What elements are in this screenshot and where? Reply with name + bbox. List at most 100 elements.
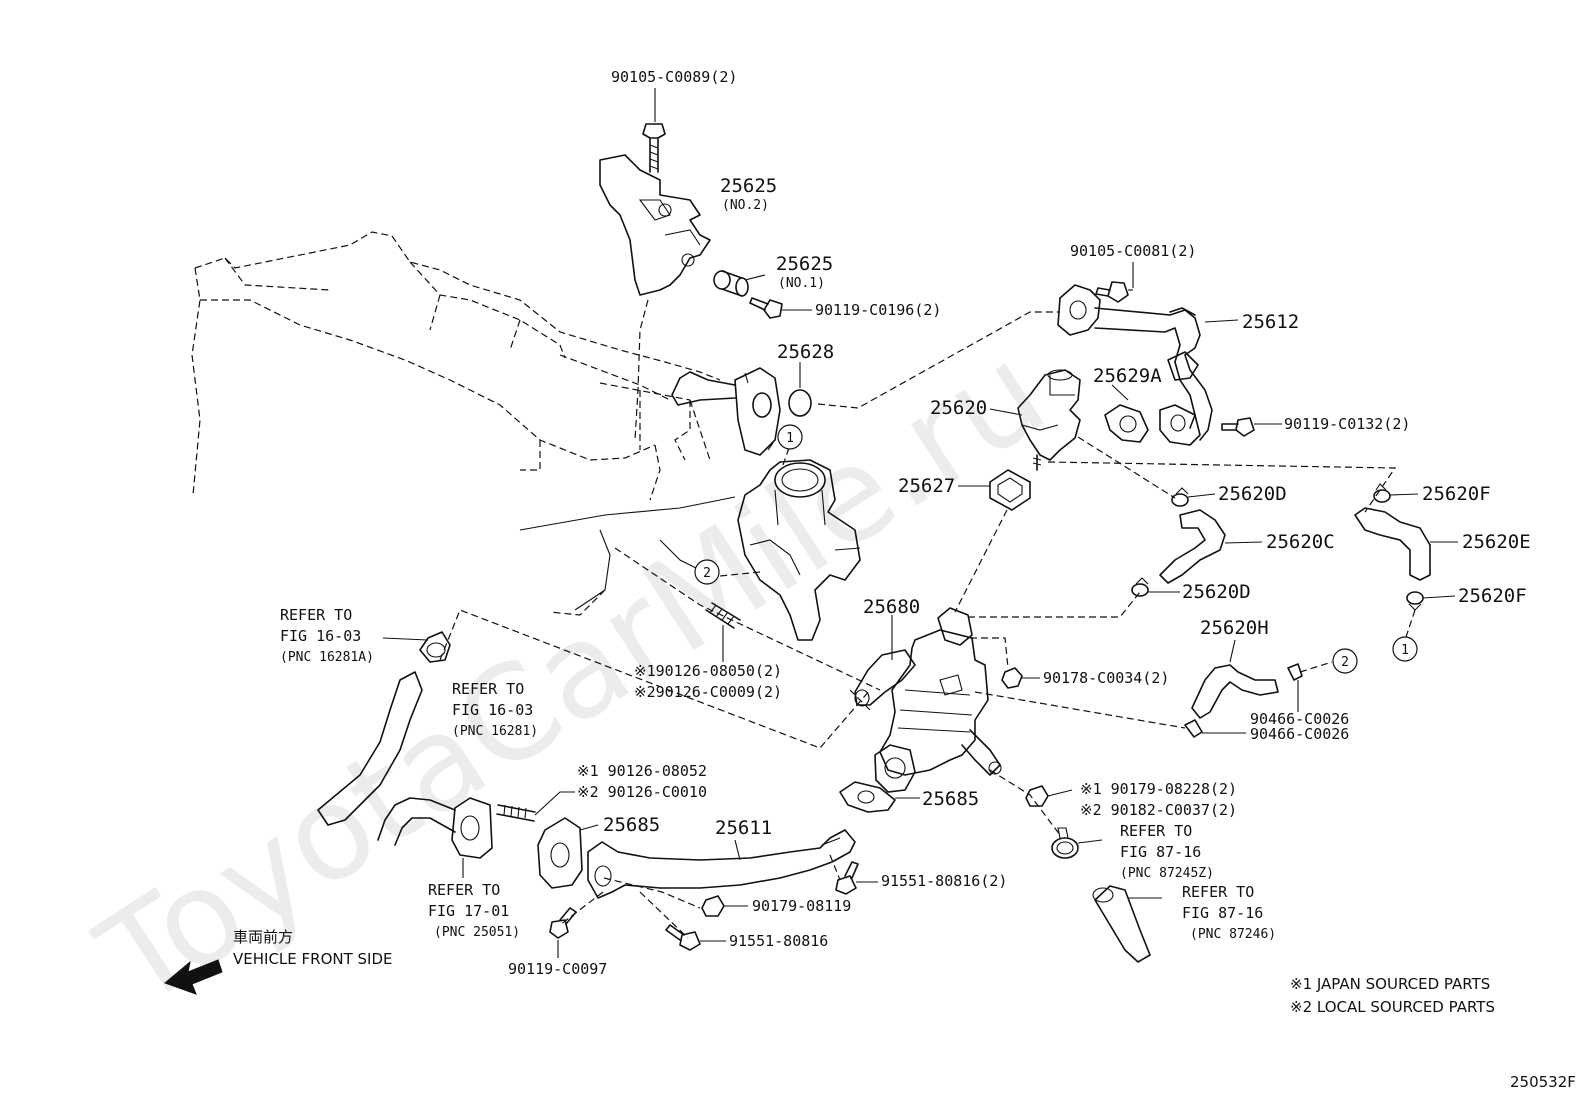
svg-text:(PNC 87246): (PNC 87246) — [1190, 927, 1276, 942]
stud-90126-08052 — [496, 791, 575, 822]
egr-flange-part — [671, 367, 781, 456]
svg-text:FIG 87-16: FIG 87-16 — [1182, 904, 1263, 922]
hose-ref-87246 — [1092, 885, 1162, 963]
vehicle-front-arrow-icon — [164, 959, 223, 995]
pipe-25611 — [587, 829, 856, 899]
label-25620h: 25620H — [1200, 617, 1269, 639]
gasket-25685-a — [537, 817, 599, 889]
svg-text:FIG 16-03: FIG 16-03 — [280, 627, 361, 645]
gasket-25628 — [788, 389, 812, 417]
label-90126-c0010: ※2 90126-C0010 — [577, 783, 707, 801]
label-25625-no2: 25625 — [720, 175, 777, 197]
watermark: ToyotaCarMile.ru — [73, 315, 1070, 1036]
bolt-91551-80816-2 — [835, 861, 878, 895]
ref-16281: REFER TO FIG 16-03 (PNC 16281) — [452, 680, 538, 739]
nut-90179-08228 — [1025, 785, 1073, 807]
svg-text:FIG 16-03: FIG 16-03 — [452, 701, 533, 719]
figure-code: 250532F — [1510, 1073, 1576, 1091]
clamp-ref-16281a — [382, 631, 451, 663]
label-25629a: 25629A — [1093, 365, 1162, 387]
stud-90126-08050 — [705, 602, 741, 662]
label-25627: 25627 — [898, 475, 955, 497]
direction-label-en: VEHICLE FRONT SIDE — [233, 950, 393, 968]
hose-25620e — [1354, 507, 1458, 581]
svg-text:(PNC 16281A): (PNC 16281A) — [280, 650, 374, 665]
label-25685-a: 25685 — [603, 814, 660, 836]
pipe-25612-part — [1057, 284, 1239, 446]
nut-90179-08119 — [701, 895, 748, 917]
svg-text:(PNC 16281): (PNC 16281) — [452, 724, 538, 739]
label-90126-c0009: ※290126-C0009(2) — [634, 683, 782, 701]
label-25620f-b: 25620F — [1458, 585, 1527, 607]
label-91551-80816: 91551-80816 — [729, 932, 828, 950]
clamp-90466-b — [1184, 719, 1246, 738]
label-90105-c0089: 90105-C0089(2) — [611, 68, 737, 86]
gasket-25627 — [958, 469, 1031, 511]
label-25620e: 25620E — [1462, 531, 1531, 553]
direction-label-jp: 車両前方 — [233, 928, 293, 946]
svg-text:FIG 17-01: FIG 17-01 — [428, 902, 509, 920]
clamp-25620f-a — [1373, 483, 1419, 503]
callout-circle-1-a: 1 — [777, 424, 803, 450]
svg-text:REFER TO: REFER TO — [1120, 822, 1192, 840]
svg-text:1: 1 — [786, 431, 794, 446]
bolt-90105-c0081 — [1095, 262, 1134, 303]
svg-text:1: 1 — [1401, 643, 1409, 658]
label-91551-80816-2: 91551-80816(2) — [881, 872, 1007, 890]
hose-25620h — [1191, 639, 1279, 719]
gasket-25685-b — [839, 781, 920, 813]
label-90466-c0026-a: 90466-C0026 — [1250, 710, 1349, 728]
label-25625-no2-sub: (NO.2) — [722, 198, 769, 213]
svg-text:(PNC 87245Z): (PNC 87245Z) — [1120, 866, 1214, 881]
label-90182-c0037: ※2 90182-C0037(2) — [1080, 801, 1237, 819]
svg-text:2: 2 — [703, 566, 711, 581]
callout-circle-1-b: 1 — [1392, 636, 1418, 662]
label-90119-c0196: 90119-C0196(2) — [815, 301, 941, 319]
ref-25051: REFER TO FIG 17-01 (PNC 25051) — [428, 881, 520, 940]
ref-87246: REFER TO FIG 87-16 (PNC 87246) — [1182, 883, 1276, 942]
svg-text:2: 2 — [1341, 655, 1349, 670]
ref-16281a: REFER TO FIG 16-03 (PNC 16281A) — [280, 606, 374, 665]
label-90126-08052: ※1 90126-08052 — [577, 762, 707, 780]
svg-text:FIG 87-16: FIG 87-16 — [1120, 843, 1201, 861]
label-25685-b: 25685 — [922, 788, 979, 810]
egr-valve-25620 — [989, 369, 1081, 471]
clamp-25620d-b — [1131, 577, 1180, 597]
label-25625-no1: 25625 — [776, 253, 833, 275]
clamp-ref-87245z — [1051, 827, 1103, 859]
legend-japan-sourced: ※1 JAPAN SOURCED PARTS — [1290, 975, 1490, 993]
clamp-25620f-b — [1406, 591, 1456, 611]
callout-circle-2-a: 2 — [694, 559, 720, 585]
legend-local-sourced: ※2 LOCAL SOURCED PARTS — [1290, 998, 1495, 1016]
label-25625-no1-sub: (NO.1) — [778, 276, 825, 291]
svg-text:REFER TO: REFER TO — [452, 680, 524, 698]
label-90179-08119: 90179-08119 — [752, 897, 851, 915]
bolt-90119-c0132 — [1221, 417, 1282, 437]
egr-cooler-25680 — [854, 607, 1002, 793]
label-25680: 25680 — [863, 596, 920, 618]
svg-text:(PNC 25051): (PNC 25051) — [434, 925, 520, 940]
label-25611: 25611 — [715, 817, 772, 839]
svg-text:REFER TO: REFER TO — [280, 606, 352, 624]
hose-ref-16281 — [317, 671, 423, 826]
label-90119-c0097: 90119-C0097 — [508, 960, 607, 978]
label-90179-08228: ※1 90179-08228(2) — [1080, 780, 1237, 798]
label-25620: 25620 — [930, 397, 987, 419]
label-90119-c0132: 90119-C0132(2) — [1284, 415, 1410, 433]
label-25620f-a: 25620F — [1422, 483, 1491, 505]
clamp-25620d-a — [1171, 487, 1216, 507]
label-25620d-b: 25620D — [1182, 581, 1251, 603]
nut-90178 — [1001, 667, 1040, 689]
bracket-guide — [634, 299, 649, 441]
label-90178-c0034: 90178-C0034(2) — [1043, 669, 1169, 687]
label-90105-c0081: 90105-C0081(2) — [1070, 242, 1196, 260]
bracket-no2-part — [599, 154, 711, 296]
clamp-90466-a — [1287, 663, 1303, 712]
label-90466-c0026-b: 90466-C0026 — [1250, 725, 1349, 743]
bolt-91551-80816 — [665, 924, 726, 951]
hose-25620c — [1159, 509, 1263, 584]
engine-outline — [191, 231, 736, 616]
label-25620d-a: 25620D — [1218, 483, 1287, 505]
gasket-25629a — [1104, 384, 1149, 443]
